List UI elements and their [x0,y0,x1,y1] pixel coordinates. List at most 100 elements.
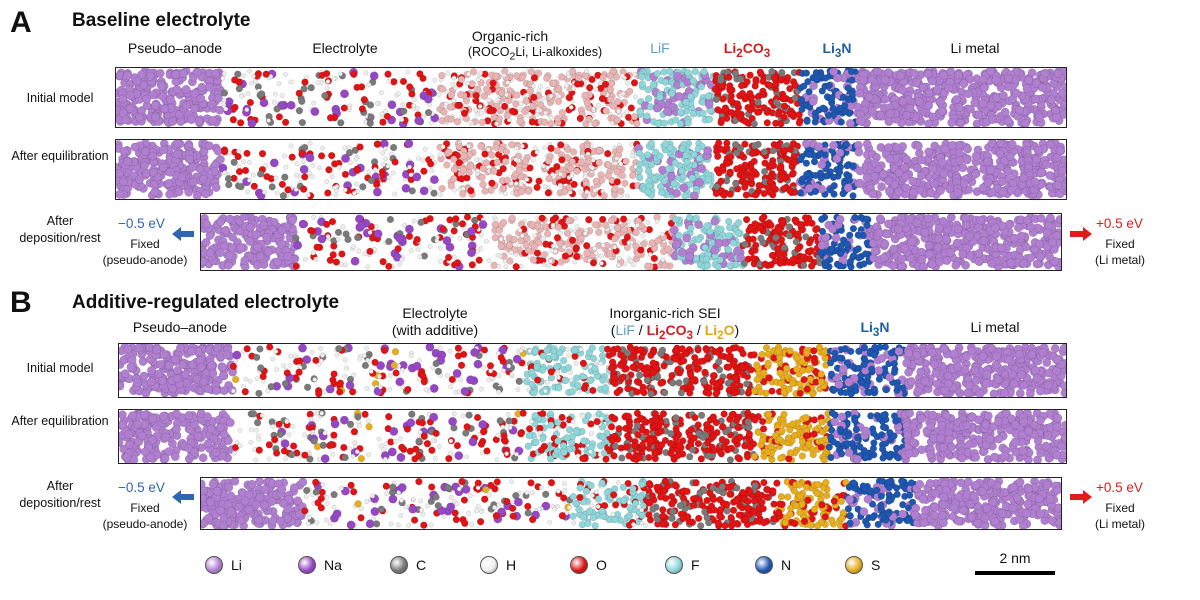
atom-pink [523,234,531,242]
atom-li [946,248,955,257]
atom-li [938,158,947,167]
atom-pink [585,115,593,123]
atom-f [661,78,670,86]
atom-li [924,241,934,251]
atom-li [679,183,689,193]
atom-li [141,388,151,397]
atom-h [582,231,588,236]
atom-f [689,110,697,118]
atom-o [807,262,816,270]
atom-li [218,362,227,372]
atom-li [1030,94,1040,104]
atom-li [870,158,880,168]
atom-f [644,188,652,196]
atom-pink [490,113,498,121]
atom-li [901,183,911,193]
atom-li [953,188,963,197]
atom-o [318,152,326,160]
atom-na [423,94,433,104]
atom-c [334,228,343,237]
atom-li [181,370,190,380]
atom-li [983,157,993,167]
atom-o [786,145,795,153]
atom-pink [497,242,505,250]
atom-h [273,175,279,181]
strip-b-initial [118,343,1067,398]
atom-o [770,74,778,82]
atom-pink [549,79,557,87]
atom-n [803,117,811,125]
atom-f [643,112,651,120]
atom-h [270,356,276,362]
atom-c [304,383,312,391]
atom-li [123,157,133,167]
panel-b-title: Additive-regulated electrolyte [72,292,340,313]
atom-h [293,187,299,192]
atom-li [951,260,961,270]
atom-o [777,172,785,180]
atom-o [788,111,796,119]
atom-na [317,234,327,244]
atom-pink [457,75,466,83]
atom-o [458,220,467,228]
atom-pink [621,179,629,187]
atom-h [266,118,271,123]
atom-h [361,353,367,359]
atom-li [1037,82,1047,92]
atom-o [768,251,777,260]
atom-li [965,74,975,84]
atom-li [155,68,165,78]
atom-li [189,177,199,187]
atom-pink [616,145,624,153]
atom-h [541,145,547,151]
atom-c [337,119,345,127]
atom-h [550,172,555,177]
atom-o [332,258,341,266]
atom-pink [568,158,576,166]
atom-o [717,177,725,185]
atom-f [636,160,644,168]
atom-li [1031,79,1041,88]
atom-o [746,89,754,98]
atom-li [914,97,924,106]
atom-li [181,85,191,94]
atom-o [460,109,469,117]
atom-li [663,107,672,116]
atom-h [569,173,574,178]
atom-li [885,154,894,164]
atom-pink [530,242,539,250]
atom-h [363,70,369,76]
atom-li [862,173,872,182]
atom-o [458,175,466,183]
atom-o [323,220,331,228]
atom-o [733,108,742,116]
atom-li [884,176,894,186]
atom-h [387,386,393,392]
atom-o [445,253,453,262]
atom-li [141,146,150,156]
atom-c [255,389,263,397]
atom-o [338,250,346,258]
atom-pink [606,249,614,258]
atom-h [319,353,325,358]
atom-f [685,214,693,221]
atom-na [293,240,303,250]
atom-li [239,214,249,222]
atom-h [452,187,457,193]
atom-li [685,252,695,262]
atom-f [682,151,690,159]
atom-li [222,350,232,360]
atom-o [751,191,760,199]
atom-li [876,110,886,120]
atom-h [614,155,620,161]
atom-o [262,70,270,78]
atom-f [660,119,669,127]
atom-o [486,362,495,370]
atom-pink [508,141,516,149]
atom-o [812,226,820,234]
atom-h [392,191,398,197]
atom-h [543,110,548,116]
atom-na [387,100,397,110]
atom-pink [632,229,640,237]
atom-o [717,116,726,125]
